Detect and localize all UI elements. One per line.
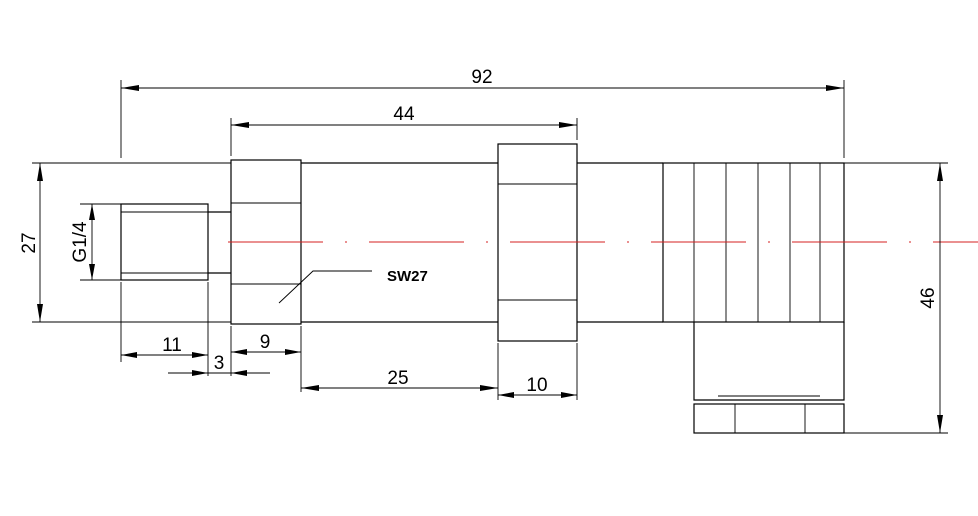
connector-base	[693, 403, 845, 434]
arrow	[498, 392, 514, 398]
arrow	[937, 163, 943, 181]
arrow	[937, 415, 943, 433]
dim-9-label: 9	[260, 332, 271, 353]
dim-27-label: 27	[19, 232, 40, 253]
dimension-lines	[37, 85, 943, 433]
dim-44-label: 44	[393, 104, 415, 125]
arrow	[192, 370, 208, 376]
dim-g14-label: G1/4	[70, 221, 91, 263]
thread-fitting	[120, 203, 209, 281]
dim-25-label: 25	[387, 368, 408, 389]
arrow	[192, 352, 208, 358]
arrow	[89, 264, 95, 280]
sw27-label: SW27	[387, 268, 428, 285]
sw27-leader-line	[278, 270, 372, 304]
arrow	[89, 204, 95, 220]
dim-46-label: 46	[918, 287, 939, 308]
arrow	[121, 352, 137, 358]
arrow	[231, 122, 249, 128]
extension-lines	[32, 80, 948, 434]
dim-92-label: 92	[471, 67, 492, 88]
arrow	[231, 349, 247, 355]
dimension-labels: 92 44 27 G1/4 46 11 3 9 25 10 SW27	[19, 67, 939, 396]
arrow	[37, 163, 43, 181]
arrow	[826, 85, 844, 91]
dim-11-label: 11	[162, 335, 182, 356]
arrow	[559, 122, 577, 128]
arrow	[285, 349, 301, 355]
arrow	[121, 85, 139, 91]
arrow	[561, 392, 577, 398]
arrow	[231, 370, 247, 376]
arrow	[480, 385, 498, 391]
connector-lower-body	[693, 322, 845, 401]
arrow	[37, 304, 43, 322]
arrow	[301, 385, 319, 391]
dim-3-label: 3	[214, 353, 225, 374]
dim-10-label: 10	[526, 375, 547, 396]
